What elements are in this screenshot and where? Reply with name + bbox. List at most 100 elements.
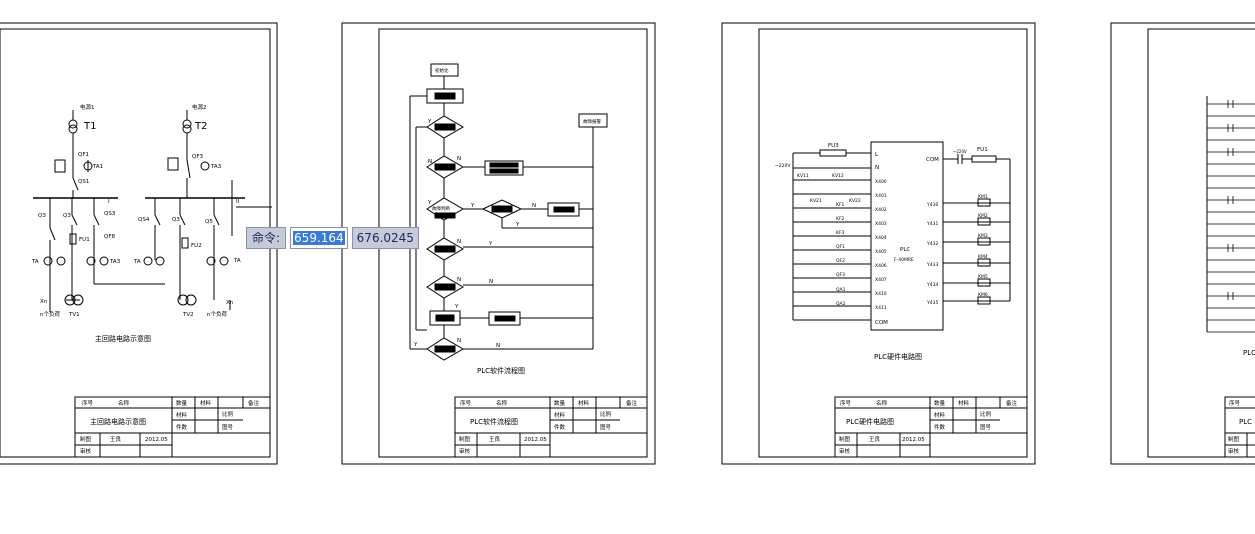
plc-com-bottom: COM — [875, 320, 888, 326]
qs3-label: QS3 — [104, 211, 116, 217]
plc-out-5: Y435 — [926, 300, 938, 306]
q4-label: Q3 — [63, 213, 71, 219]
y-coordinate-input[interactable]: 676.0245 — [351, 227, 419, 249]
sheet-frame — [0, 28, 271, 458]
plc-km-4: KM5 — [978, 274, 988, 280]
bus2-label: II — [236, 199, 240, 205]
tb2-h5: 备注 — [626, 399, 638, 407]
qs1-label: QS1 — [78, 179, 89, 185]
tb3-fig: 图号 — [980, 423, 992, 431]
plc-in-2: X402 — [875, 207, 887, 213]
xn2-label: Xn — [226, 300, 234, 306]
plc-in-4: X404 — [875, 235, 887, 241]
tb3-scale: 比例 — [980, 410, 992, 418]
tb3-mat: 材料 — [934, 411, 946, 419]
q6-label: Q3 — [172, 217, 180, 223]
src1-label: 电源1 — [80, 103, 95, 111]
plc-out-4: Y434 — [926, 282, 938, 288]
tb2-h2: 名称 — [496, 399, 508, 407]
sheet-border — [721, 22, 1036, 465]
tb2-qty: 件数 — [554, 423, 566, 431]
flow-n2: N — [428, 159, 432, 165]
tb2-mat: 材料 — [554, 411, 566, 419]
flow-y7: Y — [413, 342, 418, 348]
ta3-label: TA3 — [210, 164, 222, 170]
flow-n8: N — [496, 343, 500, 349]
sheet1-caption: 主回路电路示意图 — [95, 334, 151, 343]
tb3-h4: 材料 — [958, 399, 970, 407]
qf8-label: QF8 — [104, 234, 115, 240]
tb3-h2: 名称 — [876, 399, 888, 407]
sheet-main-circuit — [0, 22, 278, 465]
xn1-label: Xn — [40, 299, 48, 305]
plc-in-9: X411 — [875, 305, 887, 311]
plc-in-1: X401 — [875, 193, 887, 199]
plc-in-3: X403 — [875, 221, 887, 227]
tb2-fig: 图号 — [600, 423, 612, 431]
plc-v220: ~220V — [775, 163, 791, 169]
sheet3-caption: PLC硬件电路图 — [874, 352, 922, 361]
tb2-date: 2012.05 — [524, 437, 547, 443]
plc-n: N — [875, 165, 879, 171]
plc-in-8: X410 — [875, 291, 887, 297]
load1-label: n个负荷 — [40, 310, 60, 318]
tb1-h4: 材料 — [200, 399, 212, 407]
plc-c-1: KV12 — [832, 173, 844, 179]
tb1-date: 2012.05 — [145, 437, 168, 443]
tb3-drawer: 王良 — [869, 435, 881, 443]
tv2-label: TV2 — [182, 312, 194, 318]
flow-n7: N — [457, 338, 461, 344]
plc-in-7: X407 — [875, 277, 887, 283]
tb2-h3: 数量 — [554, 399, 566, 407]
plc-c-2: KV21 — [810, 198, 822, 204]
qf1-label: QF1 — [78, 152, 89, 158]
flow-y6: Y — [454, 304, 459, 310]
plc-c-6: KF3 — [836, 230, 845, 236]
plc-c-7: QF1 — [836, 244, 845, 250]
tb1-draw: 制图 — [80, 435, 92, 443]
sheet4-caption: PLC — [1243, 349, 1255, 357]
plc-out-0: Y430 — [926, 202, 938, 208]
tb1-mat: 材料 — [176, 411, 188, 419]
flow-y2: Y — [470, 203, 475, 209]
flow-d2: 故障判断 — [432, 205, 450, 212]
tb3-draw: 制图 — [839, 435, 851, 443]
bus1-label: I — [108, 199, 110, 205]
plc-fu1: FU1 — [977, 147, 988, 153]
plc-out-1: Y431 — [926, 221, 938, 227]
q7-label: Q5 — [205, 219, 213, 225]
flow-y3: Y — [515, 222, 520, 228]
ta1-label: TA1 — [92, 164, 103, 170]
sheet-frame — [758, 28, 1028, 458]
tb3-h5: 备注 — [1006, 399, 1018, 407]
plc-c-5: KF2 — [836, 216, 845, 222]
flow-n1: N — [457, 156, 461, 162]
sheet-plc-hardware — [721, 22, 1036, 465]
flow-y5: Y — [488, 241, 493, 247]
tb2-title: PLC软件流程图 — [470, 417, 518, 426]
tb2-h4: 材料 — [578, 399, 590, 407]
sheet-plc-flowchart — [341, 22, 656, 465]
plc-out-2: Y432 — [926, 241, 938, 247]
sheet-plc-ladder — [1110, 22, 1255, 465]
flow-n4: N — [457, 239, 461, 245]
tb3-check: 审核 — [839, 447, 851, 455]
plc-v220b: ~220V — [953, 149, 967, 154]
sheet2-caption: PLC软件流程图 — [477, 366, 525, 375]
sheet-border — [0, 22, 278, 465]
tb4-draw: 制图 — [1228, 435, 1240, 443]
flow-n5: N — [457, 277, 461, 283]
sheet-border — [1110, 22, 1255, 465]
ta-c-label: TA — [133, 259, 141, 265]
plc-in-0: X400 — [875, 179, 887, 185]
tb1-qty: 件数 — [176, 423, 188, 431]
flow-y4: Y — [427, 200, 432, 206]
tb1-fig: 图号 — [222, 423, 234, 431]
plc-c-9: QF3 — [836, 272, 845, 278]
x-coordinate-input[interactable]: 659.164 — [290, 227, 348, 249]
plc-model: F-40MRE — [894, 257, 914, 263]
plc-c-4: KF1 — [836, 202, 845, 208]
tb1-h1: 序号 — [82, 399, 94, 407]
load2-label: n个负荷 — [207, 310, 227, 318]
